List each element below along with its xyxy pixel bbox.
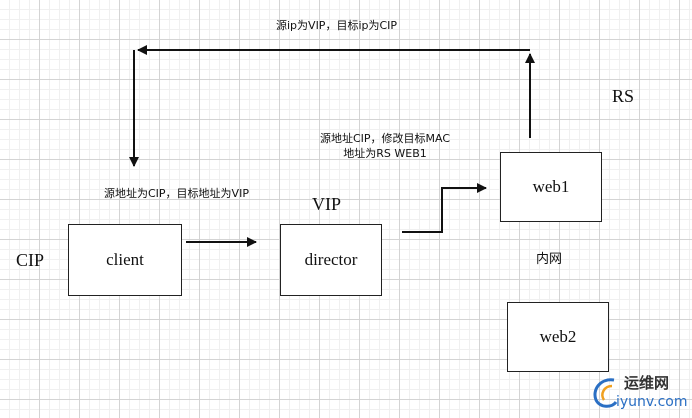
web1-node: web1 [500, 152, 602, 222]
mac-rewrite-line2: 地址为RS WEB1 [343, 147, 427, 160]
client-label: client [106, 250, 144, 269]
director-node: director [280, 224, 382, 296]
web1-label: web1 [532, 177, 570, 196]
watermark-logo: 运维网 iyunv.com [588, 372, 690, 414]
watermark-title: 运维网 [624, 374, 670, 392]
rs-label: RS [612, 86, 635, 106]
request-path-note: 源地址为CIP，目标地址为VIP [104, 187, 249, 200]
intranet-label: 内网 [536, 252, 563, 267]
mac-rewrite-note: 源地址CIP，修改目标MAC 地址为RS WEB1 [320, 131, 450, 161]
web2-node: web2 [507, 302, 609, 372]
return-path-note: 源ip为VIP，目标ip为CIP [276, 19, 398, 32]
arrow-director-to-web1 [402, 183, 487, 233]
vip-label: VIP [312, 194, 342, 214]
watermark-swirl-icon [593, 378, 618, 408]
web2-label: web2 [539, 327, 577, 346]
mac-rewrite-line1: 源地址CIP，修改目标MAC [320, 132, 451, 145]
watermark-url: iyunv.com [616, 394, 688, 410]
client-node: client [68, 224, 182, 296]
cip-label: CIP [16, 250, 45, 270]
director-label: director [304, 250, 358, 269]
